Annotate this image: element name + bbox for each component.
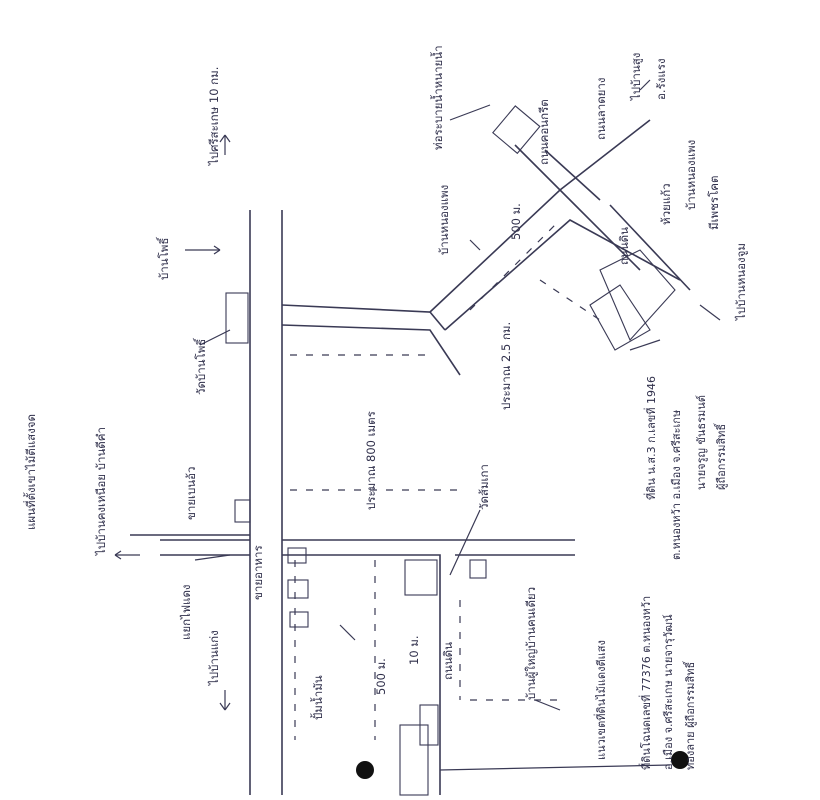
label-500m-b: 500 ม. xyxy=(374,658,388,695)
label-thanon-concrete: ถนนคอนกรีต xyxy=(537,99,551,165)
label-land-1946: ที่ดิน น.ส.3 ก.เลขที่ 1946 xyxy=(643,376,658,500)
label-10m: 10 ม. xyxy=(407,635,421,665)
label-800m: ประมาณ 800 เมตร xyxy=(364,411,378,510)
road-network xyxy=(130,119,691,795)
label-title: แผนที่ตั้งเขาไม้ตีแสงจด xyxy=(23,414,38,530)
label-land-location-2: อ.เมือง จ.ศรีสะเกษ นายจารุวัฒน์ xyxy=(662,614,675,770)
label-ban-nong-phaeng: บ้านหนองแพง xyxy=(437,185,451,255)
label-khai-ahan: ขายอาหาร xyxy=(251,545,265,600)
label-500m-a: 500 ม. xyxy=(509,203,523,240)
distance-markers xyxy=(290,219,601,740)
label-ban-nong-phaeng-right: บ้านหนองแพง xyxy=(684,140,698,210)
label-to-ban-kok: ไปบ้านคงเหนือย บ้านดีคำ xyxy=(94,427,108,556)
label-yaek-fai-daeng: แยกไฟแดง xyxy=(179,584,193,640)
dot-left xyxy=(356,761,374,779)
buildings xyxy=(225,105,676,796)
label-land-owner-2: ทองลาย ผู้ถือกรรมสิทธิ์ xyxy=(682,660,697,770)
label-wat-sem-kao: วัดส้มเกา xyxy=(477,464,491,510)
label-ban-nam: ปั้มน้ำมัน xyxy=(310,675,325,720)
label-to-ban-nong-chuu: ไปบ้านหนองจูม xyxy=(734,243,748,321)
label-ban-pu-yai: บ้านผู้ใหญ่บ้านคนเดียว xyxy=(524,587,538,700)
dot-right xyxy=(671,751,689,769)
label-rung-raeng: อ.รังแรง xyxy=(654,58,668,100)
label-far-road: แนวเขตที่ดินไม้แดงตีแสง xyxy=(593,640,608,760)
label-land-77376: ที่ดินโฉนดเลขที่ 77376 ต.หนองหว้า xyxy=(638,596,653,770)
arrows xyxy=(114,79,721,771)
label-land-owner: นายจรูญ ขันธรมนต์ xyxy=(695,395,708,490)
label-land-location: ต.หนองหว้า อ.เมือง จ.ศรีสะเกษ xyxy=(670,410,683,560)
label-thor-song: ท่อระบายน้ำหนายน้ำ xyxy=(430,45,445,150)
label-thanon-din: ถนนดิน xyxy=(441,642,455,680)
label-to-chiang-rai: ไปศรีสะเกษ 10 กม. xyxy=(207,67,221,166)
label-to-ban-kaeng: ไปบ้านแก่ง xyxy=(207,630,221,686)
label-kham-yai: ห้วยแก้ว xyxy=(659,183,673,225)
label-naban: ขายเบนอ้ว xyxy=(184,466,198,520)
label-to-ban-sung: ไปบ้านสูง xyxy=(629,53,643,101)
label-thanon-din-right: ถนนดิน xyxy=(617,227,631,265)
map-labels: แผนที่ตั้งเขาไม้ตีแสงจด ไปศรีสะเกษ 10 กม… xyxy=(23,45,748,770)
label-thanon-lat-yang: ถนนลาดยาง xyxy=(594,78,608,140)
label-ban-pho: บ้านโพธิ์ xyxy=(155,236,171,280)
label-mi-phet: มีเพชรโคต xyxy=(707,176,721,230)
label-25km: ประมาณ 2.5 กม. xyxy=(499,322,513,410)
label-land-holder: ผู้ถือกรรมสิทธิ์ xyxy=(713,422,728,490)
label-wat-ban-pho: วัดบ้านโพธิ์ xyxy=(192,337,208,395)
